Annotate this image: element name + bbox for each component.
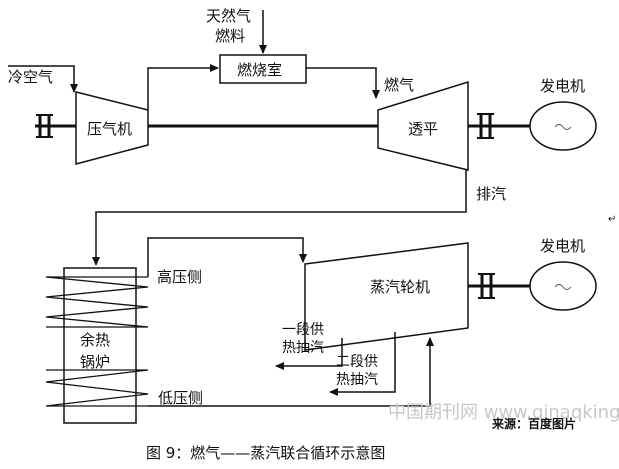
fuel-label: 燃料 — [215, 27, 245, 45]
natural-gas-label: 天然气 — [206, 7, 251, 25]
generator-top-shape — [529, 101, 597, 151]
low-pressure-label: 低压侧 — [158, 389, 203, 407]
high-pressure-label: 高压侧 — [157, 268, 202, 286]
generator-bottom-tilde — [554, 284, 572, 290]
turbine-shape — [377, 80, 469, 171]
low-pressure-coil — [45, 369, 149, 407]
edit-mark: ↵ — [608, 214, 616, 225]
generator-top-label: 发电机 — [540, 77, 585, 95]
exhaust-label: 排汽 — [476, 185, 506, 203]
compressed-air-line — [147, 64, 219, 110]
stage1-label-line1: 一段供 — [282, 322, 324, 338]
stage2-label-line2: 热抽汽 — [336, 372, 378, 388]
compressor-coupling — [36, 114, 53, 138]
source-label: 来源：百度图片 — [491, 416, 576, 431]
turbine-label: 透平 — [408, 120, 438, 138]
combustor-box — [219, 54, 307, 84]
steam-generator-coupling — [468, 273, 530, 299]
high-pressure-line — [147, 237, 307, 277]
compressor-shape — [75, 91, 149, 165]
combustion-gas-label: 燃气 — [384, 76, 414, 94]
hrsg-label-line2: 锅炉 — [80, 353, 110, 371]
combustor-label: 燃烧室 — [237, 61, 282, 79]
low-pressure-line — [148, 337, 434, 407]
high-pressure-coil — [45, 276, 149, 328]
figure-caption: 图 9：燃气——蒸汽联合循环示意图 — [146, 444, 385, 462]
cold-air-label: 冷空气 — [8, 68, 53, 86]
exhaust-line — [92, 170, 467, 266]
stage2-label-line1: 二段供 — [336, 354, 378, 370]
generator-bottom-label: 发电机 — [540, 237, 585, 255]
watermark: 中国期刊网 www.qinaqking.com — [388, 402, 619, 423]
stage1-extraction-line — [275, 338, 343, 370]
steam-turbine-shape — [304, 242, 469, 351]
stage1-label-line2: 热抽汽 — [282, 340, 324, 356]
steam-turbine-label: 蒸汽轮机 — [370, 278, 430, 296]
generator-top-tilde — [554, 124, 572, 130]
turbine-generator-coupling — [468, 113, 530, 139]
hrsg-label-line1: 余热 — [80, 331, 110, 349]
stage2-extraction-line — [329, 332, 396, 396]
combustion-gas-line — [306, 67, 380, 99]
cold-air-line — [8, 65, 78, 93]
generator-bottom-shape — [529, 261, 597, 311]
compressor-label: 压气机 — [87, 120, 132, 138]
